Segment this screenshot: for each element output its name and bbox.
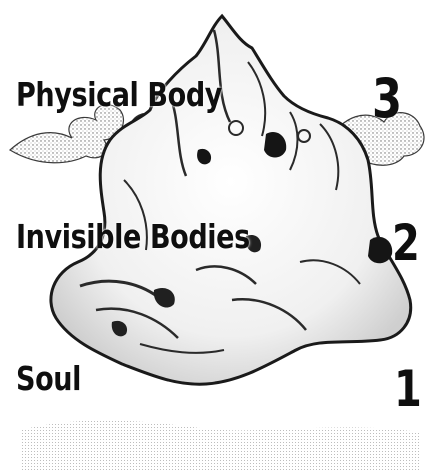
layer-number-3: 3 <box>372 72 402 126</box>
label-physical-body: Physical Body <box>16 78 222 111</box>
label-soul: Soul <box>16 362 81 395</box>
label-invisible-bodies: Invisible Bodies <box>16 220 250 253</box>
ground-stipple <box>20 420 420 470</box>
figure-main-mass <box>51 16 411 384</box>
layer-number-1: 1 <box>394 364 422 414</box>
dark-accent <box>368 237 392 263</box>
layer-number-2: 2 <box>392 218 420 268</box>
